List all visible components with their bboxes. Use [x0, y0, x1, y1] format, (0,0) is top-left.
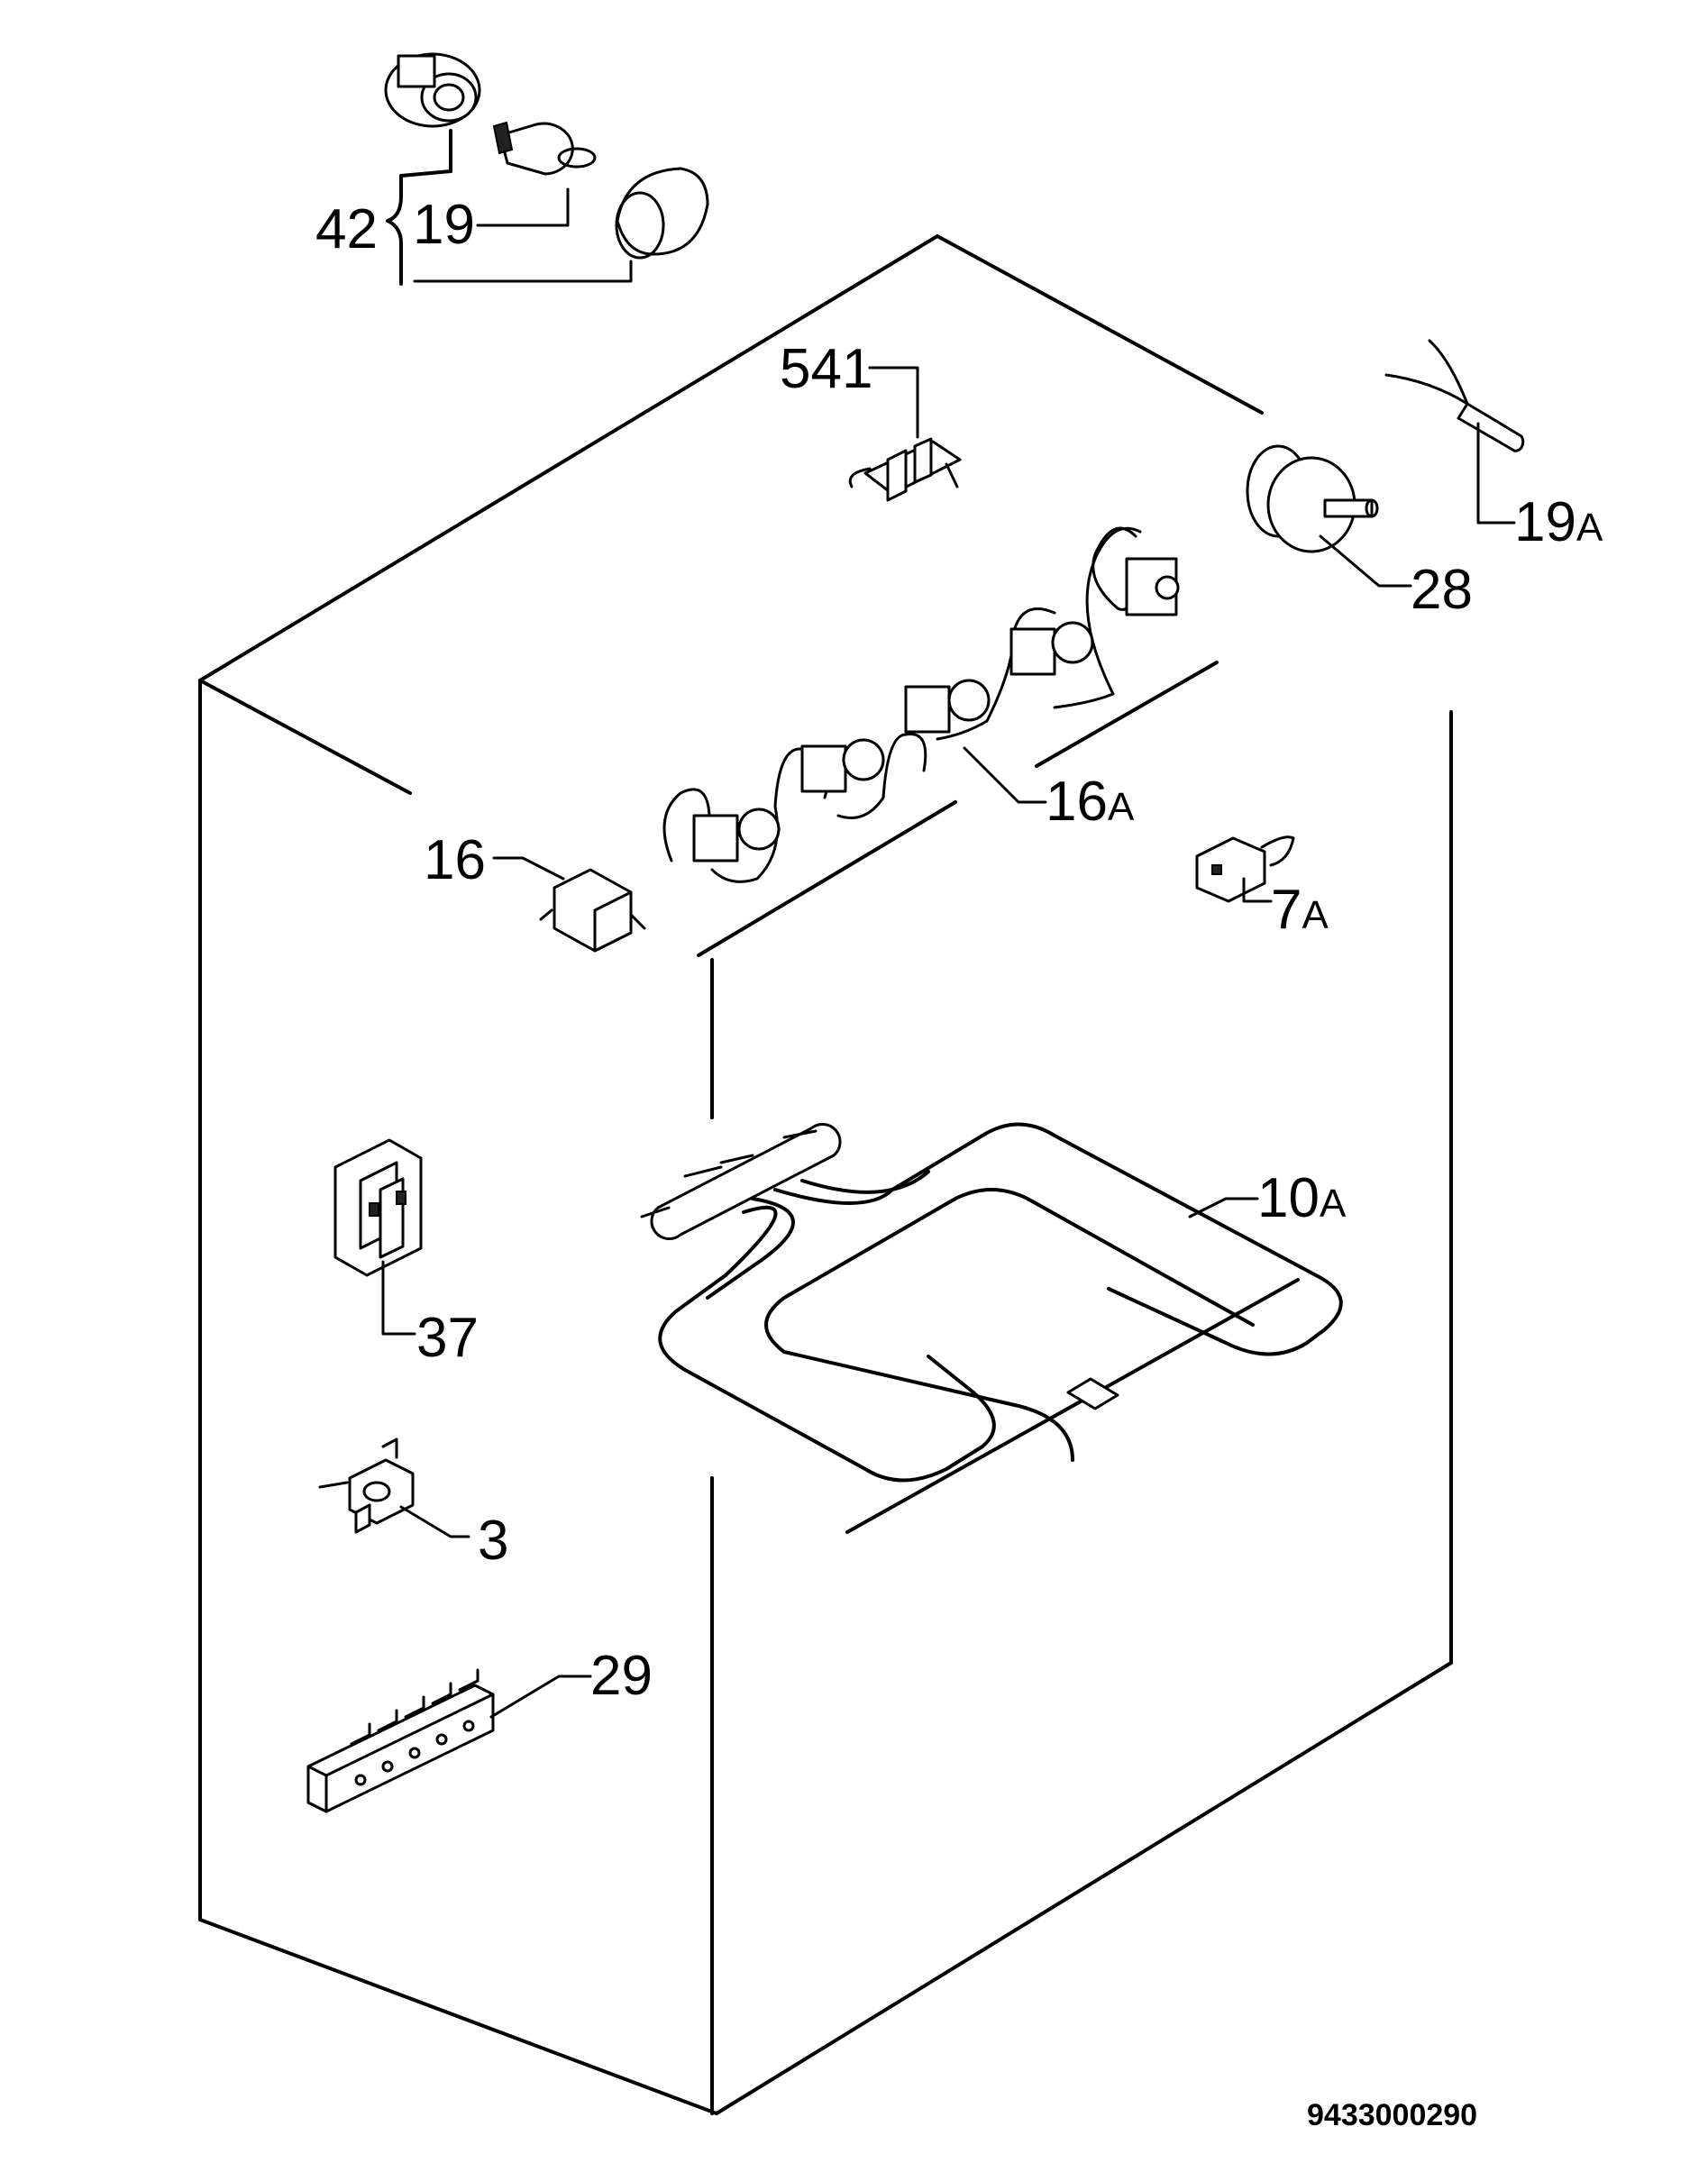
- callout-19a: 19A: [1514, 491, 1603, 553]
- leader-28: [1319, 534, 1412, 588]
- callout-10a: 10A: [1257, 1167, 1347, 1229]
- leader-541: [868, 366, 919, 439]
- callout-16a: 16A: [1046, 771, 1135, 833]
- callout-19: 19: [413, 194, 475, 256]
- callout-28: 28: [1411, 559, 1473, 621]
- callout-37: 37: [416, 1307, 479, 1369]
- grill-element-part: [640, 1122, 1343, 1534]
- thermal-cutout-part: [318, 1437, 415, 1534]
- leader-10a: [1188, 1197, 1259, 1218]
- leader-37: [381, 1260, 416, 1336]
- cabinet-outline: [198, 234, 1453, 2115]
- callout-42-bracket: [386, 129, 633, 286]
- connector-block-part: [848, 437, 962, 502]
- door-switch-part: [1195, 835, 1295, 903]
- temperature-probe-part: [1384, 339, 1525, 452]
- push-switch-part: [539, 868, 646, 953]
- callout-42: 42: [315, 198, 378, 260]
- leader-3: [399, 1505, 470, 1538]
- leader-7a: [1242, 877, 1273, 903]
- switch-harness-part: [662, 526, 1180, 883]
- terminal-block-part: [306, 1668, 495, 1813]
- callout-7a: 7A: [1271, 879, 1329, 941]
- callout-3: 3: [478, 1510, 508, 1572]
- callout-541: 541: [780, 338, 872, 400]
- leader-29: [489, 1675, 592, 1719]
- drawing-number: 9433000290: [1307, 2098, 1477, 2132]
- callout-29: 29: [590, 1645, 653, 1707]
- lamp-cover-part: [615, 167, 709, 260]
- leader-19a: [1476, 422, 1516, 525]
- selector-switch-part: [1246, 444, 1379, 553]
- leader-16: [492, 856, 565, 881]
- lamp-holder-part: [384, 52, 481, 128]
- relay-part: [333, 1138, 423, 1277]
- leader-16a: [963, 746, 1047, 804]
- lamp-bulb-part: [492, 121, 597, 176]
- callout-16: 16: [424, 829, 486, 891]
